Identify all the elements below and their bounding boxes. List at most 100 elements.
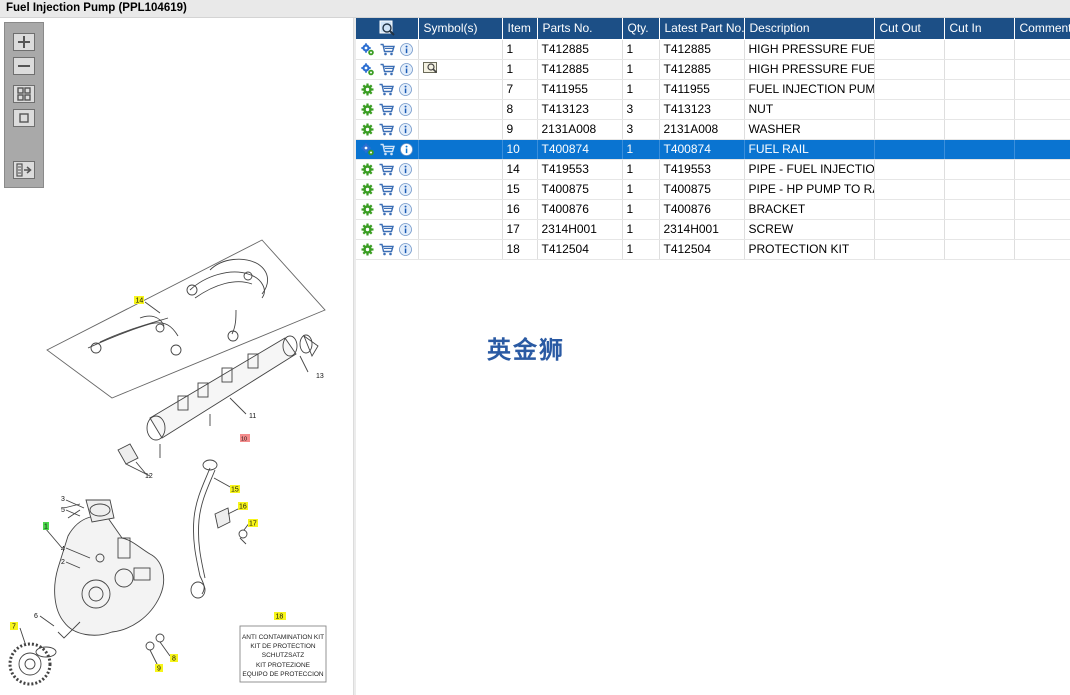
part-info-button[interactable]	[400, 62, 413, 76]
cell-latest-part-no: T413123	[659, 99, 745, 120]
actual-size-button[interactable]	[13, 109, 35, 127]
part-info-button[interactable]	[399, 102, 412, 116]
gear-icon	[361, 103, 374, 115]
cell-description: WASHER	[744, 119, 875, 140]
info-icon	[400, 142, 413, 156]
part-details-button[interactable]	[361, 62, 375, 76]
column-header-comment[interactable]: Comment	[1014, 18, 1070, 40]
zoom-in-button[interactable]	[13, 33, 35, 51]
column-header-cut-out[interactable]: Cut Out	[874, 18, 945, 40]
add-to-cart-button[interactable]	[380, 143, 395, 156]
column-header-symbols[interactable]: Symbol(s)	[418, 18, 503, 40]
part-info-button[interactable]	[399, 242, 412, 256]
part-info-button[interactable]	[399, 182, 412, 196]
part-details-button[interactable]	[361, 223, 374, 236]
zoom-search-icon	[379, 20, 395, 36]
add-to-cart-button[interactable]	[379, 183, 394, 196]
part-details-button[interactable]	[361, 142, 375, 156]
cell-comment	[1014, 199, 1070, 220]
cell-cut-in	[944, 119, 1015, 140]
gear-settings-icon	[361, 42, 374, 55]
gear-settings-icon	[361, 62, 374, 75]
cell-latest-part-no: T412504	[659, 239, 745, 260]
callout-label: 6	[34, 613, 38, 620]
add-to-cart-button[interactable]	[380, 43, 395, 56]
column-header-description[interactable]: Description	[744, 18, 875, 40]
add-to-cart-button[interactable]	[379, 103, 394, 116]
part-details-button[interactable]	[361, 123, 374, 136]
add-to-cart-button[interactable]	[380, 63, 395, 76]
info-icon	[399, 202, 412, 216]
add-to-cart-button[interactable]	[379, 83, 394, 96]
column-header-actions[interactable]	[356, 18, 419, 40]
info-icon	[399, 102, 412, 116]
part-info-button[interactable]	[400, 142, 413, 156]
part-details-button[interactable]	[361, 183, 374, 196]
part-info-button[interactable]	[399, 162, 412, 176]
cell-qty: 3	[622, 99, 660, 120]
part-info-button[interactable]	[399, 222, 412, 236]
part-info-button[interactable]	[399, 122, 412, 136]
grid-icon	[17, 87, 31, 101]
add-to-cart-button[interactable]	[379, 243, 394, 256]
part-details-button[interactable]	[361, 163, 374, 176]
column-header-parts-no[interactable]: Parts No.	[537, 18, 623, 40]
gear-icon	[361, 203, 374, 215]
kit-text: EQUIPO DE PROTECCION	[242, 671, 324, 678]
part-info-button[interactable]	[399, 82, 412, 96]
cell-parts-no: T413123	[537, 99, 623, 120]
add-to-cart-button[interactable]	[379, 223, 394, 236]
cell-qty: 1	[622, 219, 660, 240]
exploded-parts-diagram[interactable]: 14 13 11 10 12 15 16 17 1 3 5 4 2 6 7 8 …	[0, 218, 353, 695]
fit-all-button[interactable]	[13, 85, 35, 103]
part-info-button[interactable]	[400, 42, 413, 56]
window-title: Fuel Injection Pump (PPL104619)	[6, 2, 187, 14]
export-list-button[interactable]	[13, 161, 35, 179]
callout-label: 9	[157, 666, 161, 673]
zoom-out-button[interactable]	[13, 57, 35, 75]
part-details-button[interactable]	[361, 83, 374, 96]
add-to-cart-button[interactable]	[379, 203, 394, 216]
column-header-item[interactable]: Item	[502, 18, 538, 40]
callout-label: 11	[249, 413, 256, 420]
cell-symbols[interactable]	[418, 59, 503, 80]
cell-symbols	[418, 119, 503, 140]
gear-icon	[361, 243, 374, 255]
diagram-pane[interactable]: 14 13 11 10 12 15 16 17 1 3 5 4 2 6 7 8 …	[0, 18, 353, 695]
column-header-cut-in[interactable]: Cut In	[944, 18, 1015, 40]
part-details-button[interactable]	[361, 103, 374, 116]
column-header-qty[interactable]: Qty.	[622, 18, 660, 40]
add-to-cart-button[interactable]	[379, 163, 394, 176]
cell-cut-in	[944, 99, 1015, 120]
part-details-button[interactable]	[361, 42, 375, 56]
shopping-cart-icon	[380, 143, 395, 155]
column-header-latest-part-no[interactable]: Latest Part No.	[659, 18, 745, 40]
add-to-cart-button[interactable]	[379, 123, 394, 136]
callout-label: 7	[12, 624, 16, 631]
pane-splitter[interactable]	[353, 18, 356, 695]
part-details-button[interactable]	[361, 203, 374, 216]
shopping-cart-icon	[379, 163, 394, 175]
cell-latest-part-no: T419553	[659, 159, 745, 180]
callout-label: 14	[136, 298, 144, 305]
part-info-button[interactable]	[399, 202, 412, 216]
info-icon	[399, 242, 412, 256]
cell-description: FUEL RAIL	[744, 139, 875, 160]
list-arrow-icon	[16, 163, 32, 177]
callout-label: 10	[241, 437, 247, 443]
cell-parts-no: T412885	[537, 59, 623, 80]
row-actions	[356, 219, 419, 240]
row-actions	[356, 239, 419, 260]
part-details-button[interactable]	[361, 243, 374, 256]
